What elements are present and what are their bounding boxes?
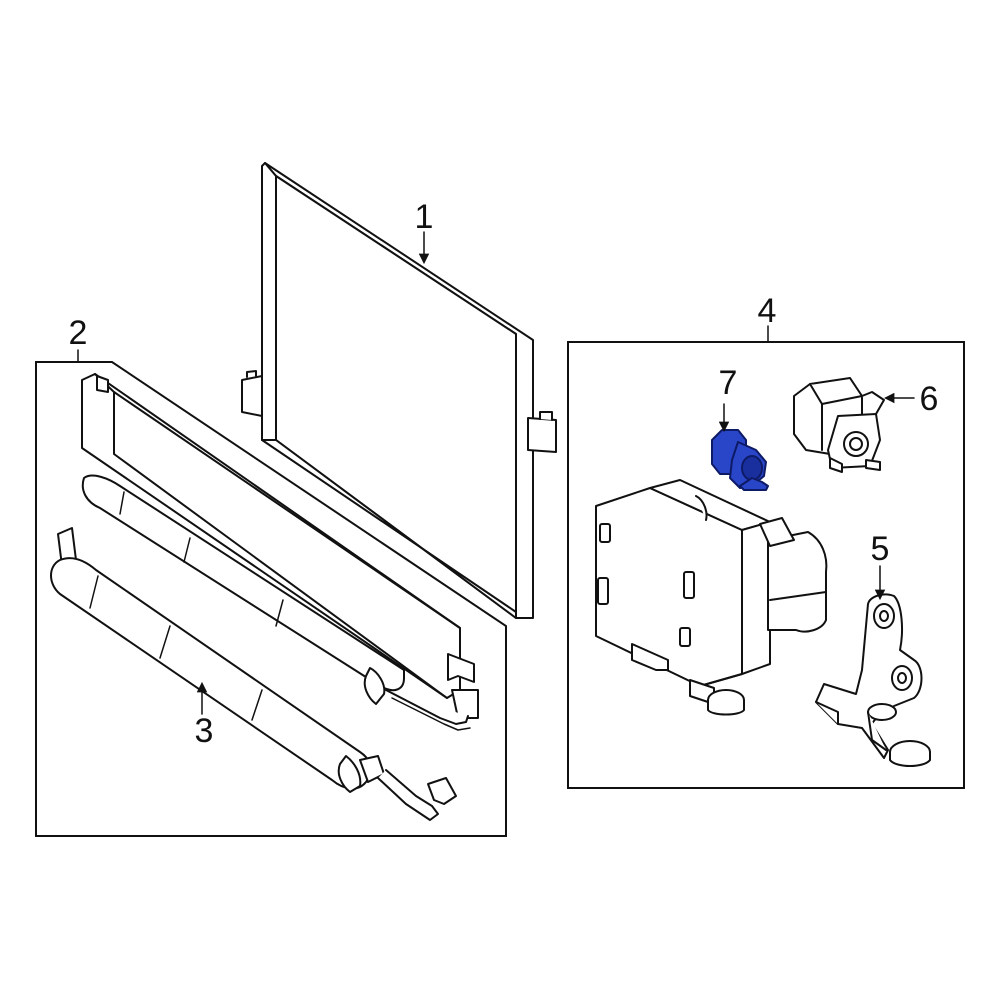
callout-arrows xyxy=(196,231,915,715)
condenser-panel xyxy=(241,162,557,619)
callout-7: 7 xyxy=(719,364,738,402)
callout-4: 4 xyxy=(758,292,777,330)
auxiliary-cooler xyxy=(81,373,479,731)
sensor-valve xyxy=(793,377,885,473)
callout-2: 2 xyxy=(69,314,88,352)
callout-1: 1 xyxy=(415,198,434,236)
callout-3: 3 xyxy=(195,712,214,750)
group-box-2 xyxy=(35,349,507,837)
callout-6: 6 xyxy=(920,380,939,418)
mounting-bracket xyxy=(815,593,931,767)
transmission-oil-cooler xyxy=(595,479,828,716)
highlighted-temperature-sensor[interactable] xyxy=(711,429,769,491)
coolant-tube xyxy=(50,527,457,821)
group-box-4 xyxy=(567,325,965,789)
callout-5: 5 xyxy=(871,530,890,568)
